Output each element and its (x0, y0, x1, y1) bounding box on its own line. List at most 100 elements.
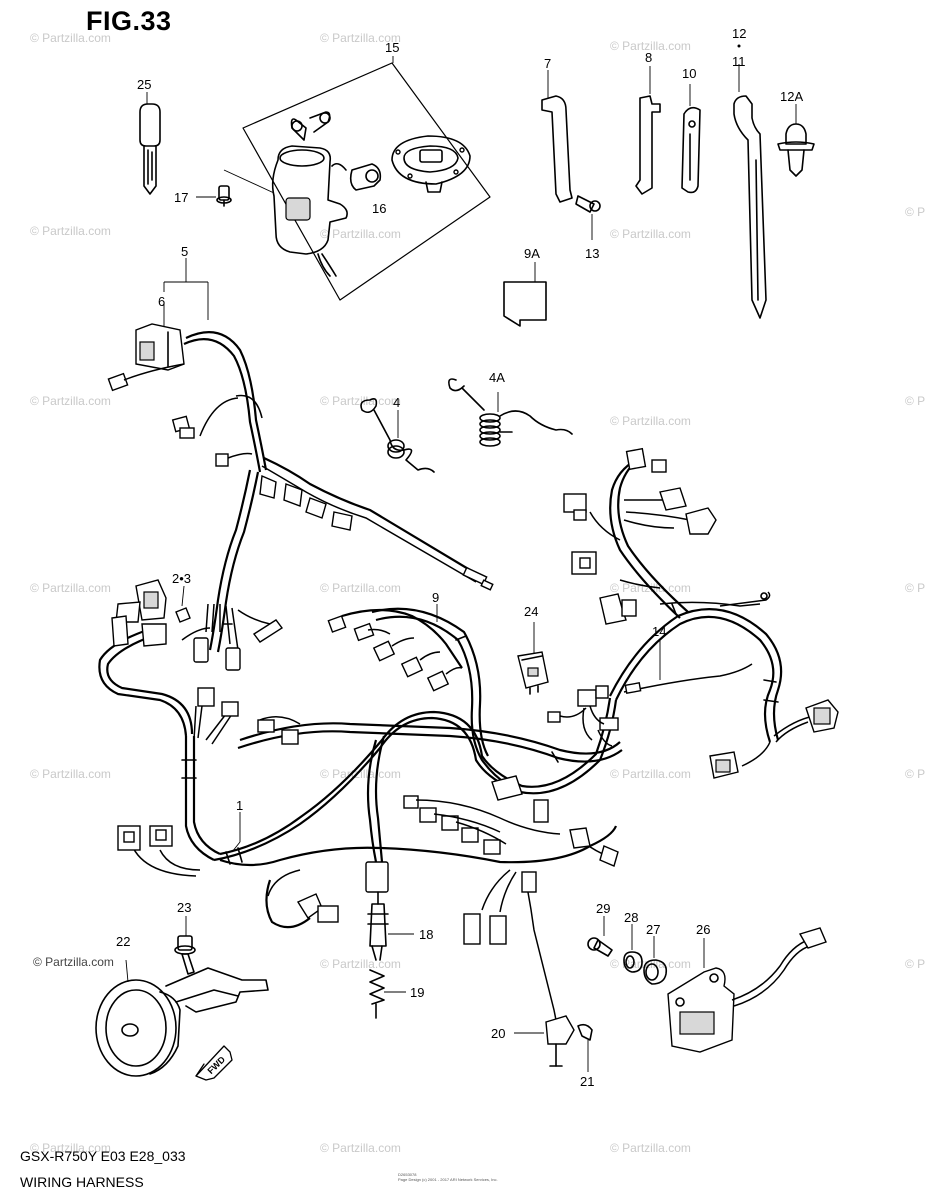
callout-22: 22 (116, 934, 130, 949)
part-17-screw[interactable] (196, 169, 275, 207)
small-print-line1: D2653078 (398, 1172, 417, 1177)
callout-9: 9 (432, 590, 439, 605)
connector-cluster-right (709, 699, 839, 779)
callout-5: 5 (181, 244, 188, 259)
watermark-text: © Partzilla.com (30, 224, 111, 238)
callout-28: 28 (624, 910, 638, 925)
watermark-text: © Partzilla.com (320, 581, 401, 595)
fwd-arrow-icon: FWD (195, 1045, 233, 1081)
part-18-switch[interactable] (365, 861, 414, 961)
part-14-lead-wire[interactable] (623, 591, 771, 694)
part-15-ignition-switch-set[interactable] (242, 56, 491, 301)
callout-4: 4 (393, 395, 400, 410)
watermark-text: © Partzilla.com (610, 39, 691, 53)
watermark-text: © P (905, 957, 925, 971)
part-8-clamp[interactable] (635, 66, 661, 195)
model-code: GSX-R750Y E03 E28_033 (20, 1148, 186, 1164)
diagram-title: WIRING HARNESS (20, 1174, 144, 1190)
part-22-horn[interactable] (95, 959, 269, 1077)
watermark-text: © P (905, 394, 925, 408)
part-24-relay[interactable] (517, 622, 549, 695)
watermark-text: © Partzilla.com (320, 1141, 401, 1155)
callout-10: 10 (682, 66, 696, 81)
connector-cluster-top-right (563, 447, 717, 625)
callout-13: 13 (585, 246, 599, 261)
part-7-bracket[interactable] (541, 70, 573, 203)
part-10-clamp[interactable] (681, 84, 701, 194)
watermark-text: © Partzilla.com (30, 581, 111, 595)
part-19-spring[interactable] (369, 969, 406, 1019)
callout-18: 18 (419, 927, 433, 942)
callout-26: 26 (696, 922, 710, 937)
watermark-text: © Partzilla.com (320, 227, 401, 241)
callout-7: 7 (544, 56, 551, 71)
watermark-text: © Partzilla.com (320, 767, 401, 781)
part-20-switch[interactable] (514, 1015, 575, 1067)
watermark-text: © Partzilla.com (320, 957, 401, 971)
callout-1: 1 (236, 798, 243, 813)
callout-4a: 4A (489, 370, 505, 385)
watermark-text: © Partzilla.com (30, 31, 111, 45)
watermark-layer: © Partzilla.com © Partzilla.com © Partzi… (30, 31, 925, 1155)
callout-25: 25 (137, 77, 151, 92)
callout-2-3: 2•3 (172, 571, 191, 586)
connector-cluster-center (547, 685, 619, 747)
callout-6: 6 (158, 294, 165, 309)
callout-27: 27 (646, 922, 660, 937)
callout-14: 14 (652, 624, 666, 639)
part-21-screw[interactable] (577, 1023, 593, 1072)
callout-9a: 9A (524, 246, 540, 261)
part-23-bolt[interactable] (174, 916, 196, 975)
connector-upper-left (107, 363, 494, 591)
watermark-text: © Partzilla.com (30, 767, 111, 781)
callout-19: 19 (410, 985, 424, 1000)
callout-11: 11 (732, 54, 746, 69)
watermark-text: © Partzilla.com (610, 227, 691, 241)
watermark-text: © Partzilla.com (30, 394, 111, 408)
part-9a-plate[interactable] (503, 262, 547, 327)
figure-title: FIG.33 (86, 6, 172, 36)
part-6-connector[interactable] (135, 258, 209, 371)
copyright-note: © Partzilla.com (33, 955, 114, 969)
connector-cluster-bottom-center (296, 775, 619, 945)
watermark-text: © Partzilla.com (30, 1141, 111, 1155)
fwd-label: FWD (206, 1054, 228, 1076)
watermark-text: © Partzilla.com (320, 31, 401, 45)
part-1-wiring-harness[interactable] (98, 331, 815, 1021)
part-25-key[interactable] (139, 92, 161, 195)
small-print-line2: Page Design (c) 2001 - 2017 ARI Network … (398, 1177, 498, 1182)
part-4a-spring[interactable] (448, 378, 573, 447)
callout-15: 15 (385, 40, 399, 55)
callout-21: 21 (580, 1074, 594, 1089)
part-26-sensor[interactable] (667, 927, 827, 1053)
part-28-collar[interactable] (623, 924, 643, 973)
small-print: D2653078 Page Design (c) 2001 - 2017 ARI… (398, 1172, 498, 1182)
watermark-text: © Partzilla.com (610, 767, 691, 781)
callout-labels: 25 15 17 16 7 8 10 12 11 12A 13 9A 5 6 4… (116, 26, 803, 1089)
callout-16: 16 (372, 201, 386, 216)
callout-17: 17 (174, 190, 188, 205)
watermark-text: © Partzilla.com (610, 414, 691, 428)
callout-12: 12 (732, 26, 746, 41)
watermark-text: © P (905, 205, 925, 219)
part-29-bolt[interactable] (587, 916, 613, 957)
watermark-text: © P (905, 581, 925, 595)
part-13-bolt[interactable] (575, 195, 601, 240)
callout-20: 20 (491, 1026, 505, 1041)
part-11-cable-tie[interactable] (733, 44, 767, 319)
part-4-spring[interactable] (360, 398, 435, 473)
part-27-cushion[interactable] (643, 936, 668, 985)
watermark-text: © Partzilla.com (610, 1141, 691, 1155)
part-9-connector-set[interactable] (327, 604, 463, 692)
callout-29: 29 (596, 901, 610, 916)
callout-8: 8 (645, 50, 652, 65)
callout-12a: 12A (780, 89, 803, 104)
connector-cluster-left (117, 619, 299, 851)
fuse-box-left (111, 579, 191, 647)
watermark-text: © Partzilla.com (320, 394, 401, 408)
part-12a-clip[interactable] (777, 104, 815, 177)
callout-24: 24 (524, 604, 538, 619)
callout-23: 23 (177, 900, 191, 915)
